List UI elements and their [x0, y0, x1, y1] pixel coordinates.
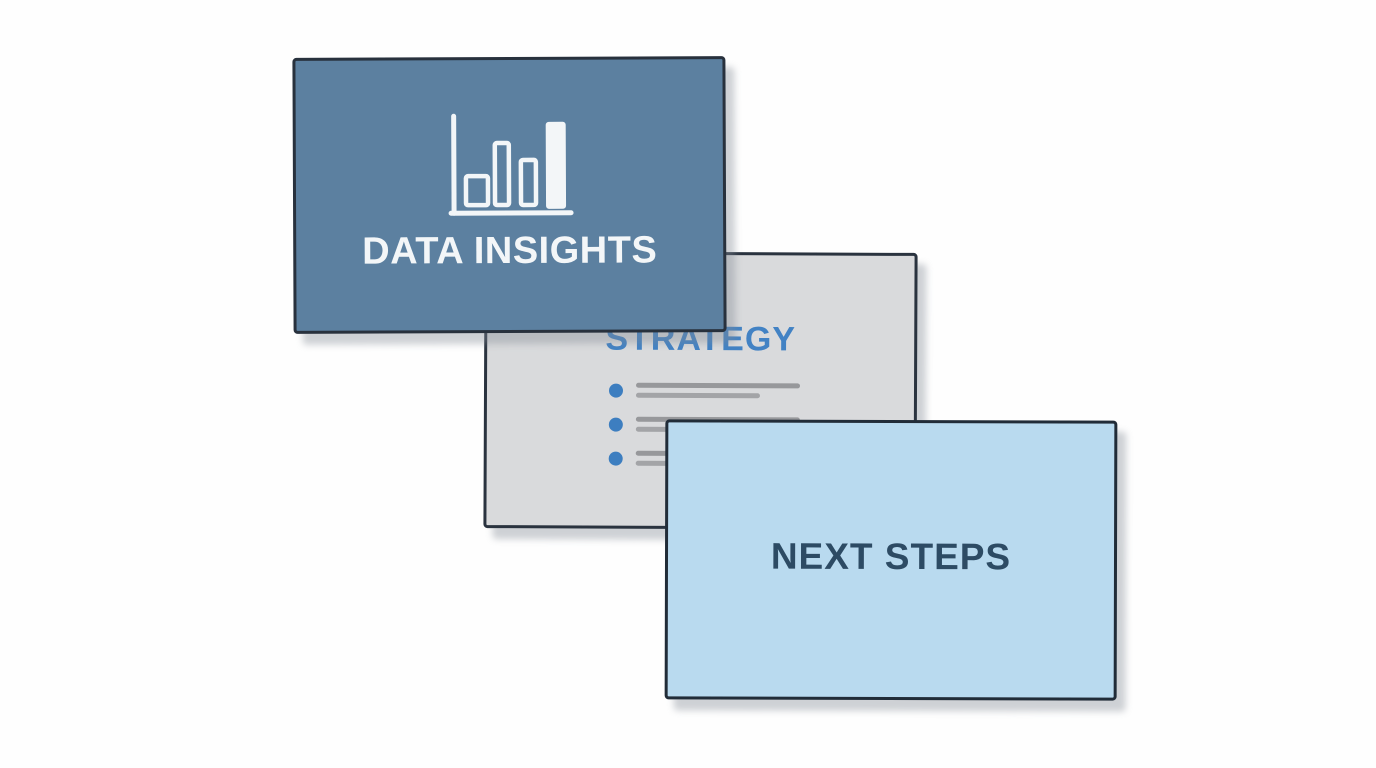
- bullet-dot-icon: [608, 451, 623, 466]
- slide-card-next-steps: NEXT STEPS: [664, 419, 1118, 701]
- bullet-item: [608, 382, 801, 399]
- bar-chart-icon: [448, 113, 574, 216]
- placeholder-line: [636, 382, 801, 389]
- next-steps-title: NEXT STEPS: [770, 535, 1012, 578]
- slide-card-data-insights: DATA INSIGHTS: [292, 56, 727, 334]
- data-insights-title: DATA INSIGHTS: [362, 229, 658, 273]
- placeholder-line: [635, 392, 760, 399]
- bullet-placeholder-lines: [635, 382, 801, 399]
- bullet-dot-icon: [608, 417, 623, 432]
- bullet-dot-icon: [608, 383, 624, 398]
